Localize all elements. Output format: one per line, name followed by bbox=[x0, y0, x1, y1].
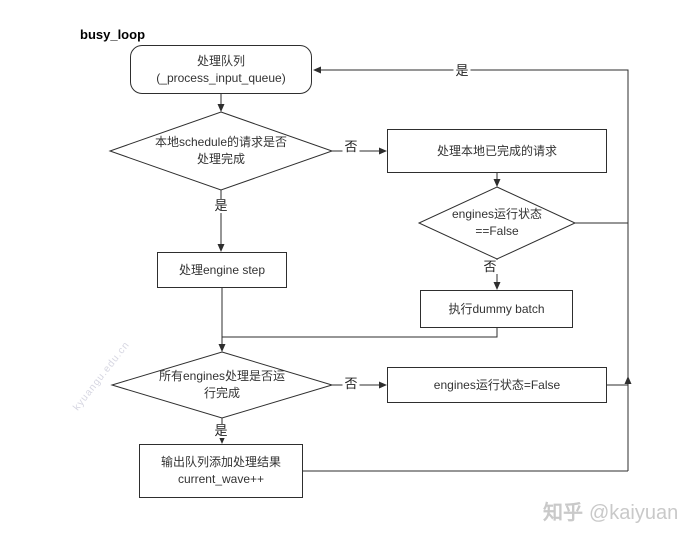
arrowhead-loop-up bbox=[624, 376, 632, 384]
node-process-engine-step: 处理engine step bbox=[157, 252, 287, 288]
arrowhead-d2-top bbox=[493, 179, 501, 187]
node-output-queue-line1: 输出队列添加处理结果 bbox=[160, 455, 281, 469]
node-set-engines-state-false-label: engines运行状态=False bbox=[433, 377, 561, 392]
edge-label-local-done-no: 否 bbox=[342, 139, 360, 154]
arrowhead-d1-top bbox=[217, 104, 225, 112]
edge-label-all-done-yes: 是 bbox=[212, 423, 230, 438]
arrowhead-step-top bbox=[217, 244, 225, 252]
node-handle-local-completed: 处理本地已完成的请求 bbox=[387, 129, 607, 173]
arrowhead-setfalse-left bbox=[379, 381, 387, 389]
node-process-queue-line1: 处理队列 bbox=[196, 53, 245, 68]
arrowhead-box1-left bbox=[379, 147, 387, 155]
diagram-title: busy_loop bbox=[80, 27, 146, 42]
zhihu-author-handle: @kaiyuan bbox=[589, 502, 679, 524]
decision-local-requests-done bbox=[108, 111, 334, 191]
node-set-engines-state-false: engines运行状态=False bbox=[387, 367, 607, 403]
zhihu-logo-text: 知乎 bbox=[543, 502, 583, 524]
edge-label-local-done-yes: 是 bbox=[212, 198, 230, 213]
arrowhead-into-topbox bbox=[313, 66, 321, 74]
decision-engines-state-check bbox=[417, 186, 577, 260]
edge-label-all-done-no: 否 bbox=[342, 376, 360, 391]
edge-loop-back bbox=[317, 69, 629, 471]
edge-label-loop-back-yes: 是 bbox=[453, 63, 471, 78]
node-run-dummy-batch-label: 执行dummy batch bbox=[448, 301, 545, 316]
node-handle-local-completed-label: 处理本地已完成的请求 bbox=[436, 143, 557, 158]
arrowhead-output-top bbox=[218, 436, 226, 444]
node-process-queue: 处理队列 (_process_input_queue) bbox=[130, 45, 312, 94]
arrowhead-d3-top bbox=[218, 344, 226, 352]
node-run-dummy-batch: 执行dummy batch bbox=[420, 290, 573, 328]
arrowhead-dummy-top bbox=[493, 282, 501, 290]
edge-label-engines-state-no: 否 bbox=[481, 259, 499, 274]
decision-all-engines-done bbox=[110, 351, 334, 419]
node-process-queue-line2: (_process_input_queue) bbox=[156, 70, 286, 85]
zhihu-watermark: 知乎 @kaiyuan bbox=[543, 496, 678, 525]
node-output-queue: 输出队列添加处理结果 current_wave++ bbox=[139, 444, 303, 498]
node-output-queue-line2: current_wave++ bbox=[177, 472, 265, 486]
node-process-engine-step-label: 处理engine step bbox=[178, 262, 266, 277]
edge-dummy-merge bbox=[222, 328, 498, 338]
